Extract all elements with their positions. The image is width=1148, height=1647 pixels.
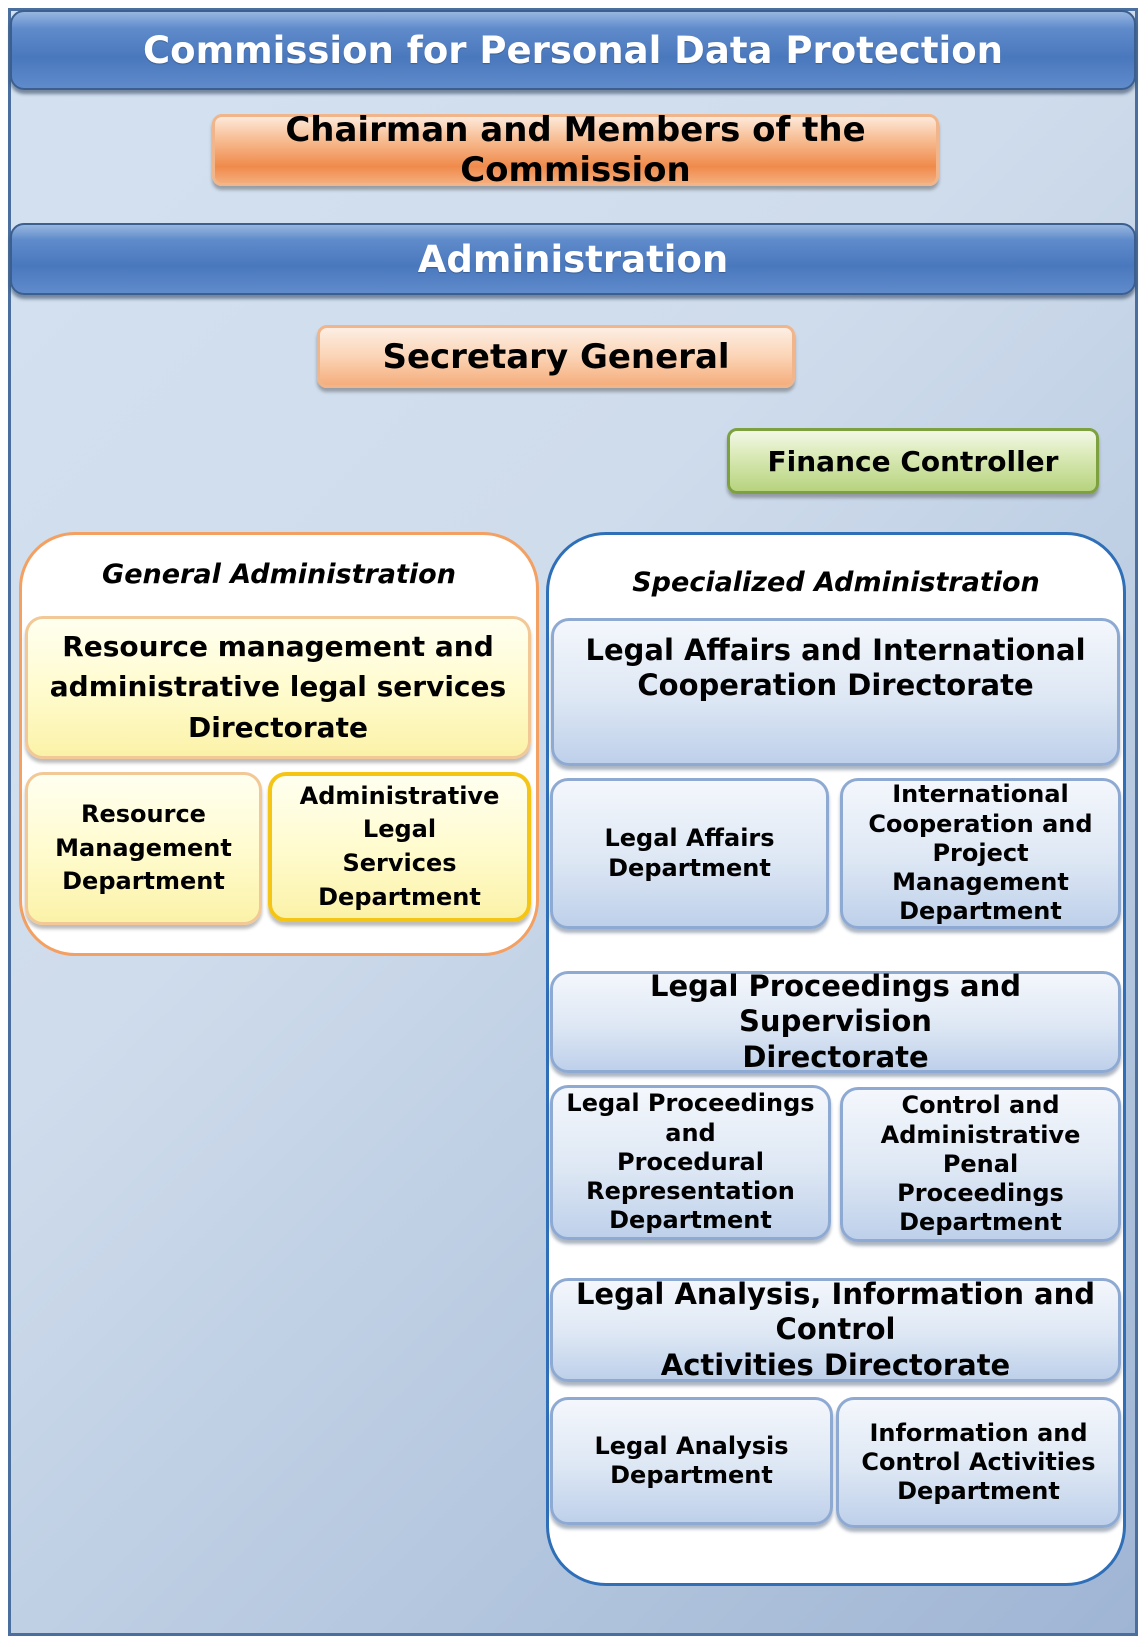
legal-proceedings-representation-department-box: Legal Proceedings and Procedural Represe… <box>550 1085 831 1240</box>
legal-proceedings-directorate-box: Legal Proceedings and Supervision Direct… <box>550 968 1121 1074</box>
resource-directorate-box: Resource management and administrative l… <box>25 616 531 759</box>
secretary-general-box: Secretary General <box>317 325 795 388</box>
international-cooperation-department-box: International Cooperation and Project Ma… <box>840 778 1121 929</box>
resource-management-department-box: Resource Management Department <box>25 772 262 925</box>
administration-banner: Administration <box>10 223 1136 295</box>
administrative-legal-services-department-box: Administrative Legal Services Department <box>268 772 531 922</box>
legal-affairs-department-box: Legal Affairs Department <box>550 778 829 929</box>
commission-title-banner: Commission for Personal Data Protection <box>10 10 1136 90</box>
legal-affairs-directorate-box: Legal Affairs and International Cooperat… <box>551 618 1120 766</box>
legal-analysis-directorate-box: Legal Analysis, Information and Control … <box>550 1276 1121 1382</box>
information-control-activities-department-box: Information and Control Activities Depar… <box>836 1397 1121 1528</box>
information-control-activities-department-label: Information and Control Activities Depar… <box>861 1418 1096 1506</box>
administrative-legal-services-department-label: Administrative Legal Services Department <box>299 781 500 911</box>
finance-controller-label: Finance Controller <box>767 444 1059 478</box>
resource-management-department-label: Resource Management Department <box>55 800 232 896</box>
secretary-general-label: Secretary General <box>382 336 730 377</box>
legal-analysis-directorate-label: Legal Analysis, Information and Control … <box>575 1276 1096 1382</box>
legal-affairs-directorate-label: Legal Affairs and International Cooperat… <box>585 633 1086 703</box>
international-cooperation-department-label: International Cooperation and Project Ma… <box>868 780 1093 926</box>
general-administration-title: General Administration <box>102 559 456 590</box>
legal-analysis-department-box: Legal Analysis Department <box>550 1397 833 1525</box>
legal-proceedings-directorate-label: Legal Proceedings and Supervision Direct… <box>650 968 1021 1074</box>
chairman-box: Chairman and Members of the Commission <box>212 110 939 190</box>
control-administrative-penal-department-label: Control and Administrative Penal Proceed… <box>880 1091 1081 1237</box>
legal-proceedings-representation-department-label: Legal Proceedings and Procedural Represe… <box>566 1089 815 1235</box>
chairman-label: Chairman and Members of the Commission <box>285 110 866 190</box>
administration-label: Administration <box>417 237 729 281</box>
commission-title: Commission for Personal Data Protection <box>143 28 1003 72</box>
resource-directorate-label: Resource management and administrative l… <box>49 629 507 744</box>
finance-controller-box: Finance Controller <box>727 428 1099 494</box>
specialized-administration-title: Specialized Administration <box>632 567 1040 598</box>
legal-analysis-department-label: Legal Analysis Department <box>594 1431 789 1489</box>
control-administrative-penal-department-box: Control and Administrative Penal Proceed… <box>840 1087 1121 1242</box>
legal-affairs-department-label: Legal Affairs Department <box>604 824 775 882</box>
